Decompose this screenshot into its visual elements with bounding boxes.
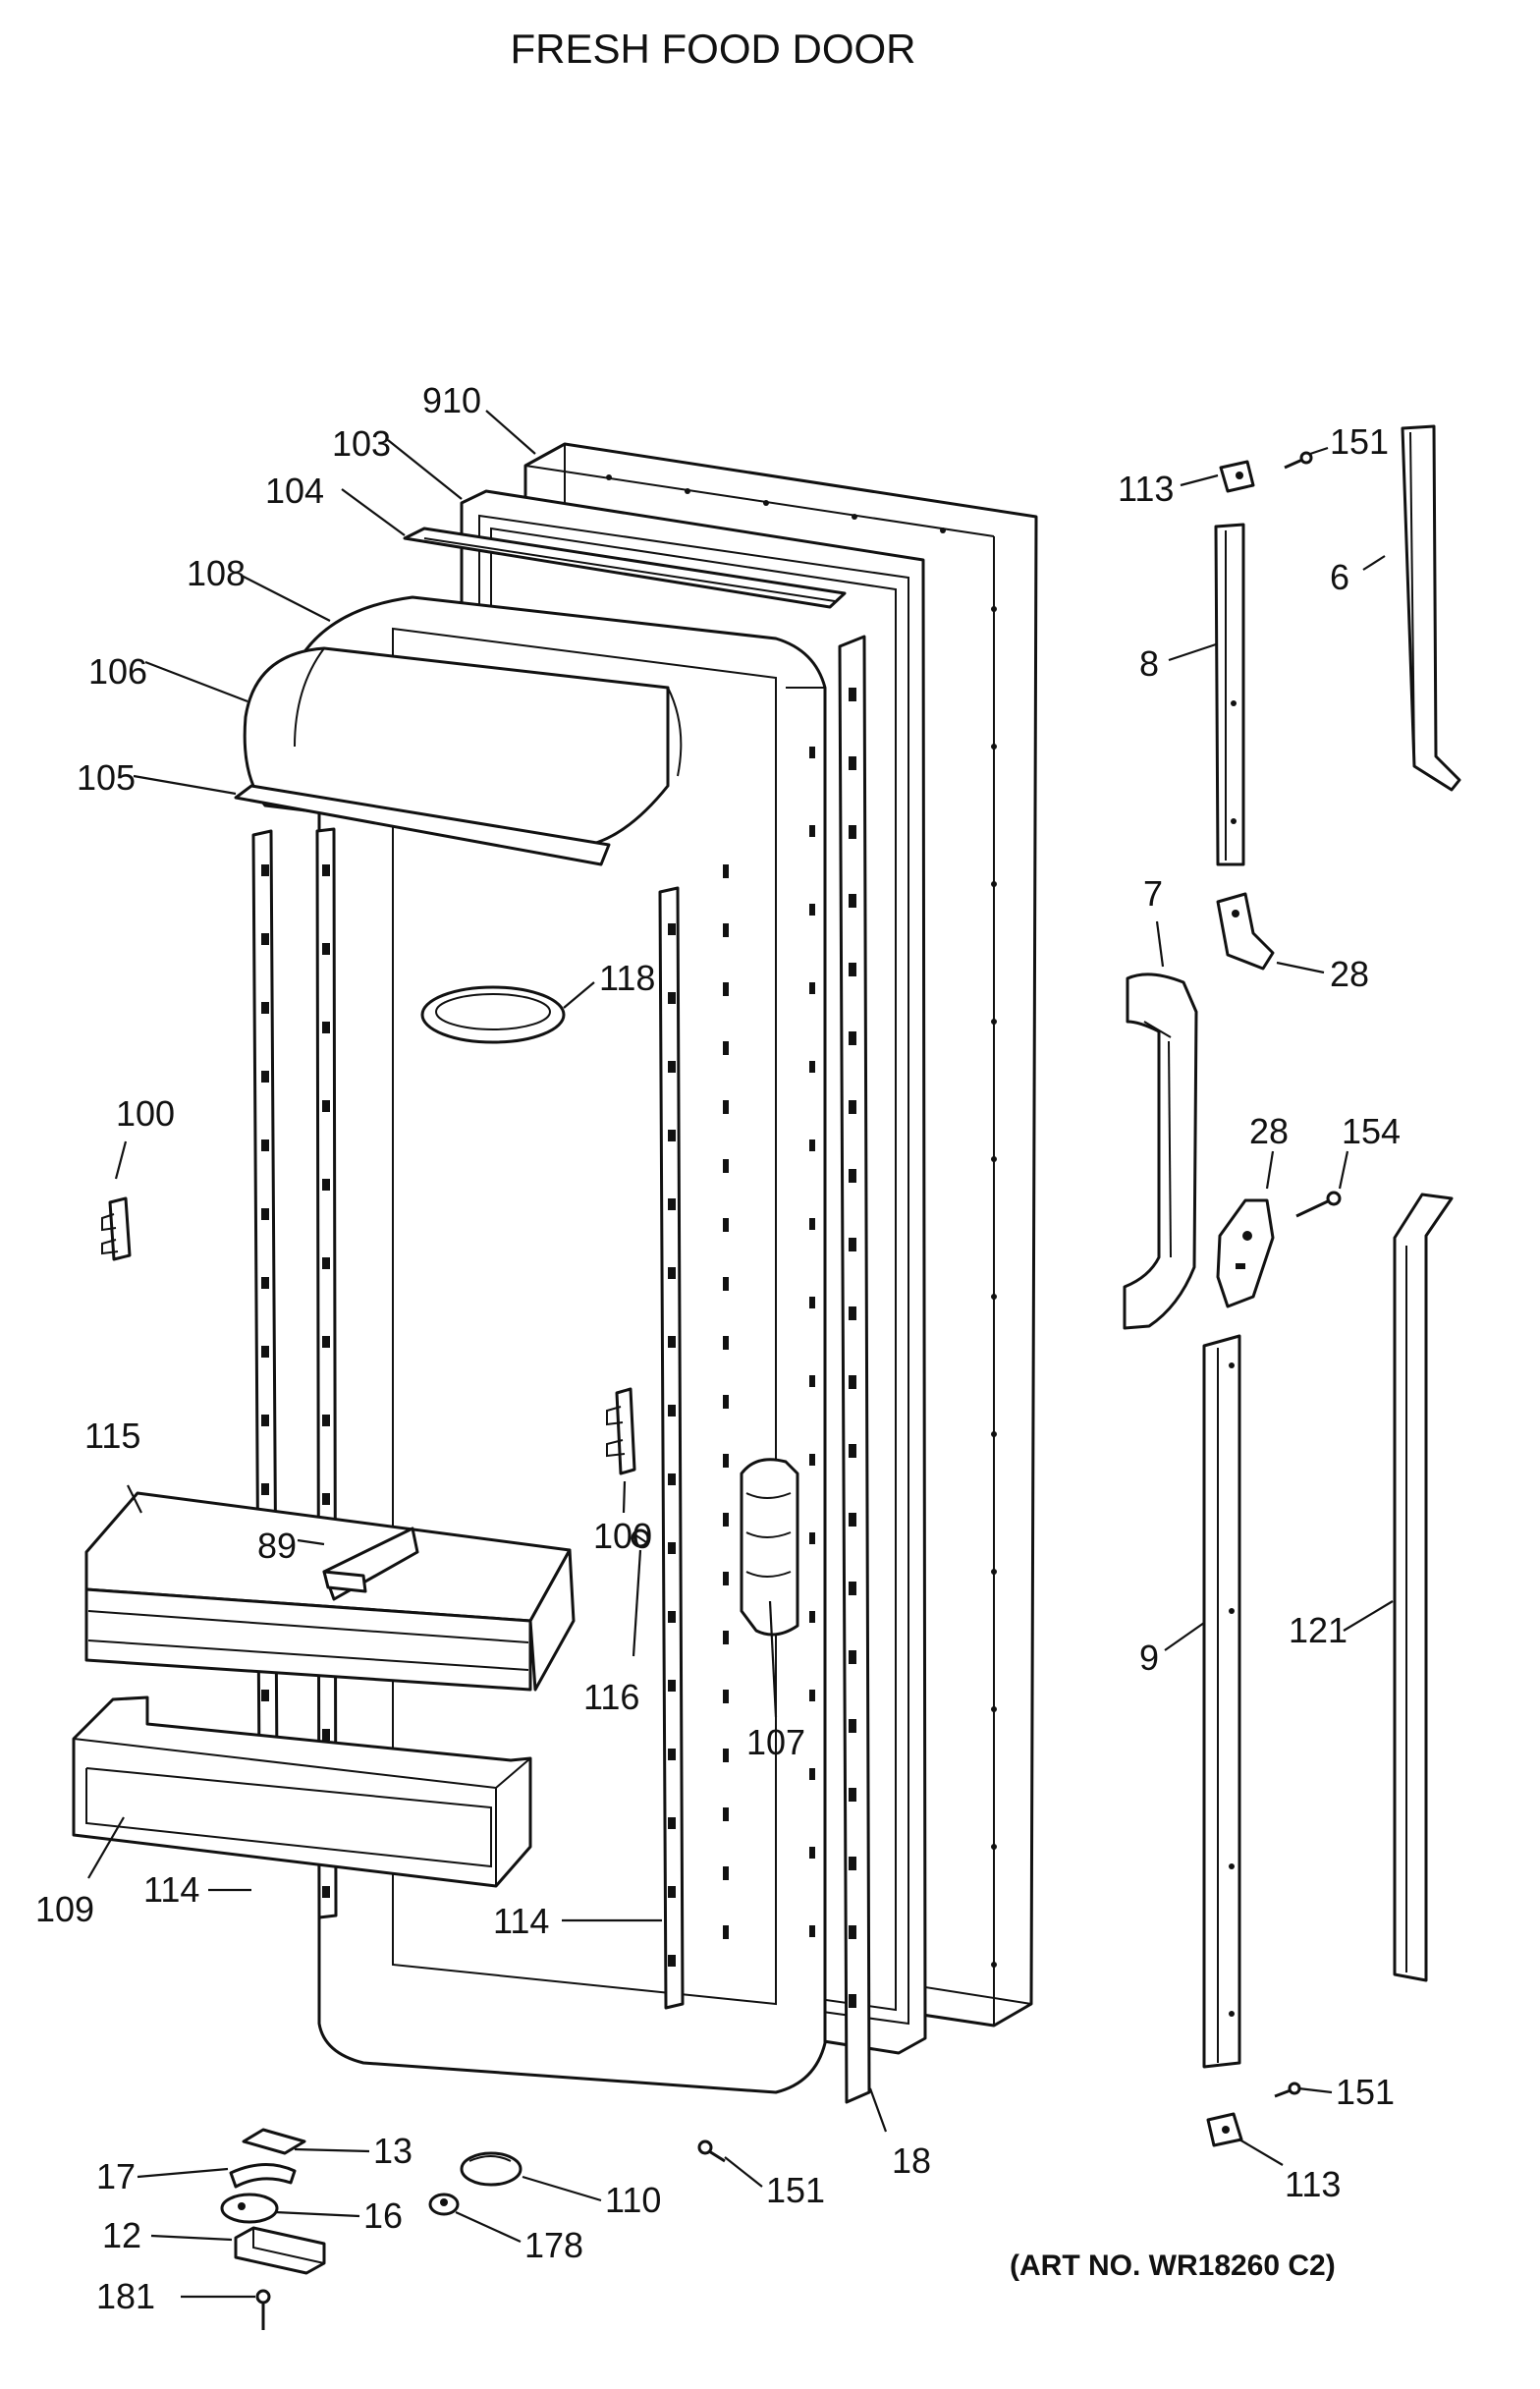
callout-118: 118 xyxy=(599,958,655,998)
callout-28-upper: 28 xyxy=(1330,954,1369,994)
handle-trim-lower xyxy=(1202,1334,1241,2069)
hinge-shim xyxy=(242,2128,306,2155)
dairy-door xyxy=(234,784,611,866)
callout-110: 110 xyxy=(605,2180,661,2220)
handle-end-cap-bottom xyxy=(1206,2112,1243,2147)
callout-9: 9 xyxy=(1139,1638,1159,1678)
callout-7: 7 xyxy=(1143,873,1163,914)
bottom-screw xyxy=(697,2139,726,2163)
diagram-title: FRESH FOOD DOOR xyxy=(510,26,915,72)
callout-151-right: 151 xyxy=(1336,2072,1395,2112)
callout-100-center: 100 xyxy=(593,1516,652,1556)
callout-910: 910 xyxy=(422,380,481,420)
callout-114-left: 114 xyxy=(143,1869,199,1910)
door-handle xyxy=(1123,972,1198,1330)
hinge-screw xyxy=(255,2289,271,2330)
callout-89: 89 xyxy=(257,1526,297,1566)
shelf-clip-left xyxy=(101,1196,132,1261)
dairy-compartment-cover xyxy=(243,646,683,847)
door-trim-lower xyxy=(1393,1193,1454,1982)
callout-12: 12 xyxy=(102,2215,141,2255)
callout-178: 178 xyxy=(524,2225,583,2265)
callout-103: 103 xyxy=(332,423,391,464)
callout-121: 121 xyxy=(1289,1610,1348,1650)
callout-151-bottom: 151 xyxy=(766,2170,825,2210)
handle-mount-lower xyxy=(1216,1198,1275,1308)
callout-18: 18 xyxy=(892,2140,931,2181)
shelf-clip-center xyxy=(606,1387,636,1475)
hinge-washer xyxy=(220,2193,279,2224)
bottom-hinge xyxy=(234,2226,326,2275)
callout-100-left: 100 xyxy=(116,1093,175,1134)
callout-116: 116 xyxy=(583,1677,639,1717)
callout-17: 17 xyxy=(96,2156,136,2196)
callout-107: 107 xyxy=(746,1722,805,1762)
callout-8: 8 xyxy=(1139,643,1159,684)
screw-mount xyxy=(1295,1191,1342,1218)
callout-105: 105 xyxy=(77,757,136,798)
handle-mount-upper xyxy=(1216,892,1275,971)
handle-trim-upper xyxy=(1214,523,1245,866)
callout-181: 181 xyxy=(96,2276,155,2316)
screw-top xyxy=(1284,451,1313,470)
screw-bottom-right xyxy=(1274,2082,1301,2098)
gasket-side-strip xyxy=(838,635,871,2104)
callout-115: 115 xyxy=(84,1416,140,1456)
callout-108: 108 xyxy=(187,553,246,593)
right-shelf-support xyxy=(658,886,685,2010)
bin-divider xyxy=(322,1527,419,1601)
mounting-strip xyxy=(403,527,847,609)
bottom-cap xyxy=(460,2151,522,2187)
door-liner xyxy=(293,595,827,2094)
egg-tray xyxy=(420,985,566,1044)
shelf-bin xyxy=(84,1491,576,1692)
art-number: (ART NO. WR18260 C2) xyxy=(1010,2250,1336,2282)
callout-6: 6 xyxy=(1330,557,1349,597)
door-trim-upper xyxy=(1401,424,1461,792)
callout-113-bottom: 113 xyxy=(1285,2164,1341,2204)
insulation-block xyxy=(740,1458,799,1637)
leader-lines xyxy=(87,410,1394,2299)
callout-labels: 910 103 104 108 106 105 118 100 115 89 1… xyxy=(35,380,1401,2316)
callout-104: 104 xyxy=(265,471,324,511)
callout-28-lower: 28 xyxy=(1249,1111,1289,1151)
callout-16: 16 xyxy=(363,2195,403,2236)
callout-114-right: 114 xyxy=(493,1901,549,1941)
callout-151-top: 151 xyxy=(1330,421,1389,462)
callout-109: 109 xyxy=(35,1889,94,1929)
hinge-bushing xyxy=(229,2162,297,2189)
callout-106: 106 xyxy=(88,651,147,692)
lower-shelf-bin xyxy=(72,1695,532,1888)
callout-113-top: 113 xyxy=(1118,469,1174,509)
handle-end-cap-top xyxy=(1219,460,1255,493)
callout-154: 154 xyxy=(1342,1111,1401,1151)
door-stop-pin xyxy=(631,1528,650,1548)
hinge-plug xyxy=(428,2193,460,2216)
callout-13: 13 xyxy=(373,2131,412,2171)
